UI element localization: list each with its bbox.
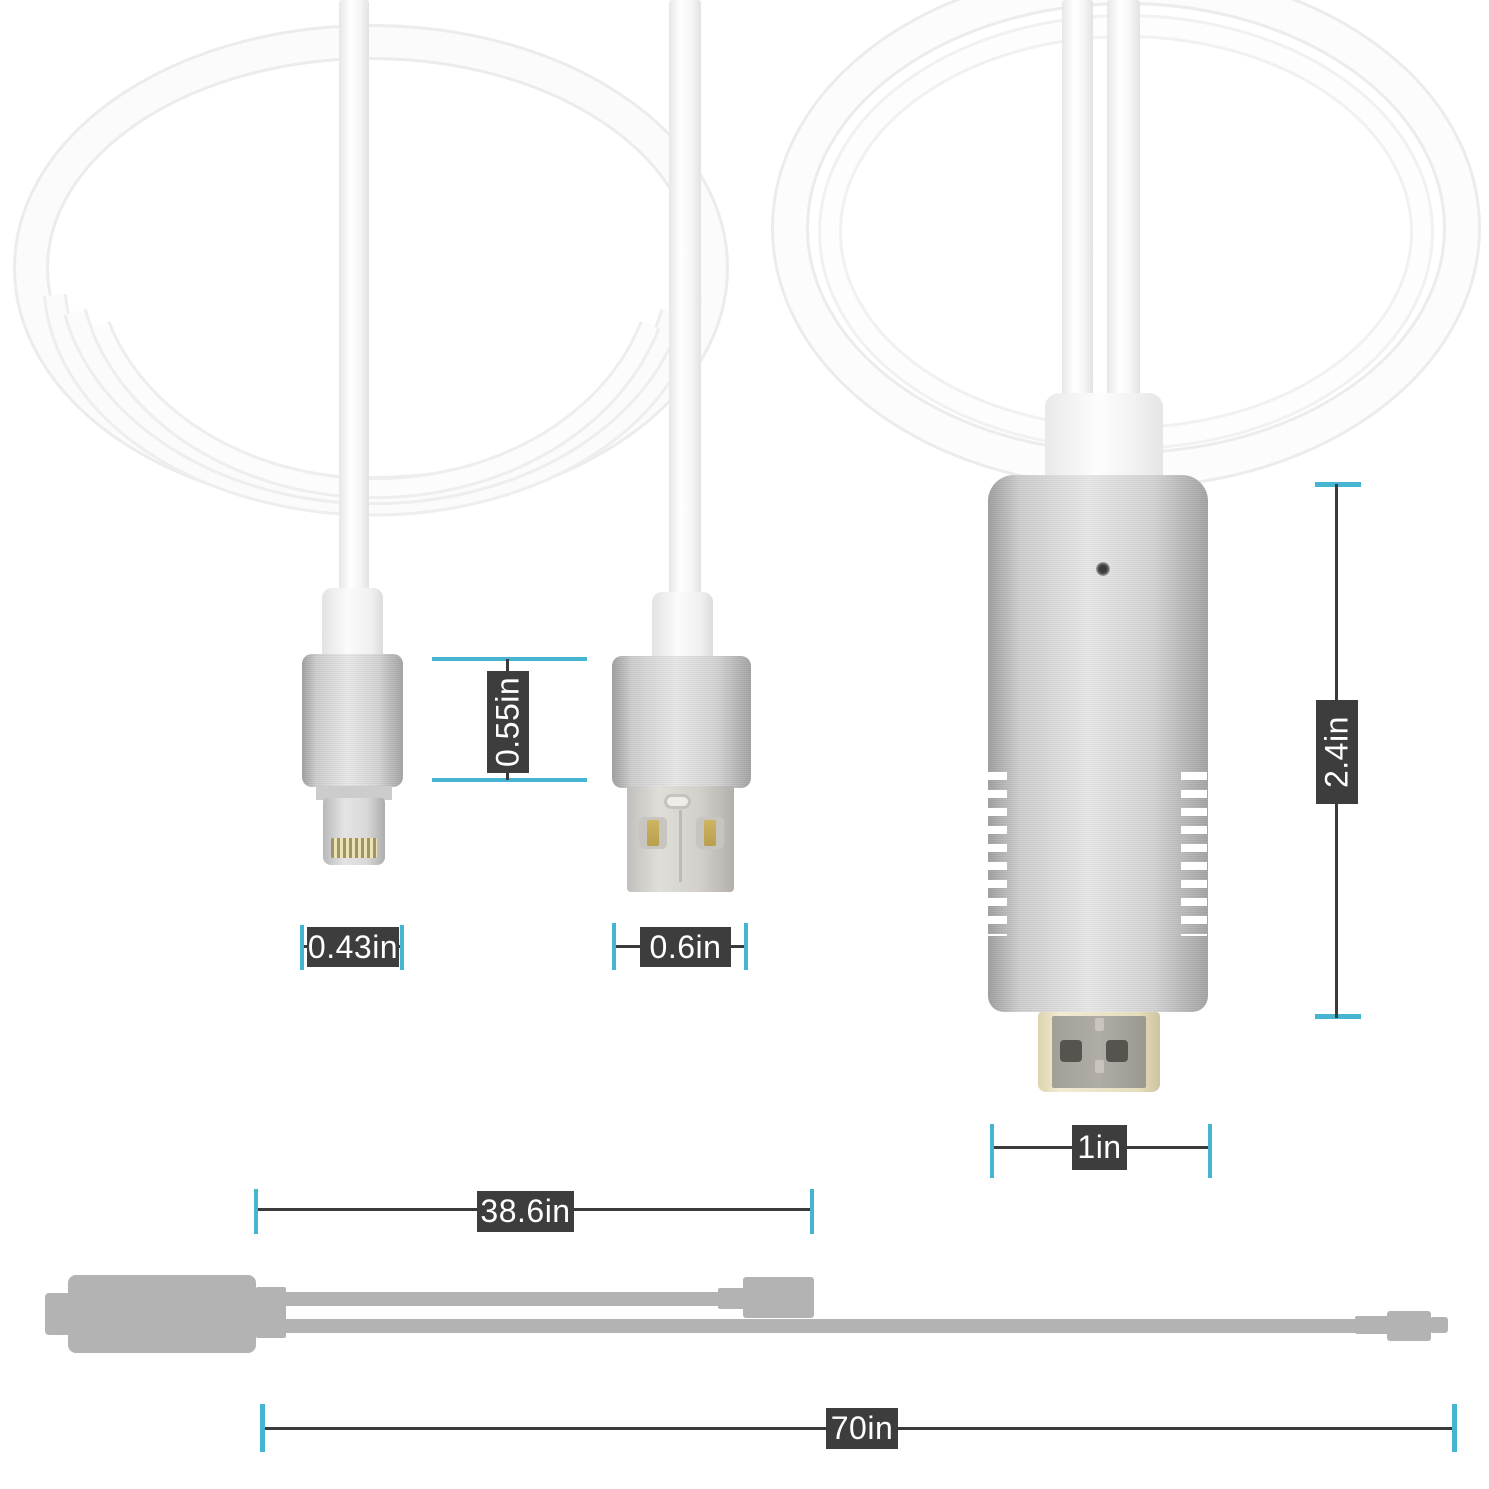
dim-055-line-top [432, 657, 587, 661]
usb-pin-window-right [696, 817, 724, 849]
silhouette-lightning-body [1387, 1311, 1431, 1341]
lightning-strain-relief [322, 588, 383, 658]
usb-center-seam [679, 810, 682, 882]
hdmi-plug-hole-left [1060, 1040, 1082, 1062]
dim-label-total-length: 70in [826, 1408, 898, 1449]
dim-label-lightning-width: 0.43in [307, 927, 399, 967]
silhouette-hdmi-collar [256, 1287, 286, 1338]
silhouette-hdmi-plug [45, 1293, 72, 1335]
lightning-metal-collar [302, 654, 403, 787]
dim-055-line-bottom [432, 778, 587, 782]
silhouette-lightning-collar [1355, 1316, 1389, 1334]
dim-043-tick-left [300, 925, 304, 970]
usb-oval-hole [664, 794, 691, 809]
dim-70-tick-left [260, 1404, 265, 1452]
dim-24-tick-bottom [1315, 1014, 1361, 1019]
silhouette-cable-upper [286, 1292, 720, 1306]
dim-1-tick-left [990, 1124, 994, 1178]
dim-label-usb-width: 0.6in [640, 927, 731, 967]
hdmi-plug-hole-right [1106, 1040, 1128, 1062]
silhouette-usb-collar [718, 1288, 746, 1309]
usb-metal-collar [612, 656, 751, 788]
dim-70-tick-right [1452, 1404, 1457, 1452]
silhouette-hdmi-body [68, 1275, 256, 1353]
lightning-pins [331, 838, 377, 858]
silhouette-lightning-tip [1430, 1317, 1448, 1333]
usb-cable [669, 0, 701, 600]
dim-label-hdmi-plug-width: 1in [1072, 1125, 1127, 1170]
dim-label-hdmi-height: 2.4in [1316, 700, 1358, 804]
led-indicator-hole [1096, 562, 1110, 576]
usb-pin-window-left [639, 817, 667, 849]
hdmi-plug-clip-top [1095, 1018, 1104, 1031]
hdmi-adapter-body [988, 475, 1208, 1012]
hdmi-plug-clip-bottom [1095, 1060, 1104, 1073]
silhouette-cable-lower [286, 1319, 1356, 1333]
usb-gold-pin [647, 820, 659, 846]
usb-strain-relief [652, 592, 713, 660]
dim-label-lightning-height: 0.55in [487, 671, 529, 773]
silhouette-usb-plug [743, 1277, 814, 1318]
dim-1-tick-right [1208, 1124, 1212, 1178]
vent-slots-right [1181, 772, 1207, 936]
hdmi-strain-boot [1045, 393, 1163, 483]
dim-label-segment-length: 38.6in [477, 1191, 574, 1232]
dim-06-tick-left [612, 923, 616, 970]
vent-slots-left [981, 772, 1007, 936]
hdmi-cable-strand-2 [1107, 0, 1140, 410]
dim-06-tick-right [744, 923, 748, 970]
dim-24-tick-top [1315, 482, 1361, 487]
lightning-cable [339, 0, 369, 600]
dim-386-tick-left [254, 1189, 258, 1234]
lightning-step [316, 786, 392, 800]
left-cable-coil [13, 24, 729, 517]
dim-043-tick-right [400, 925, 404, 970]
usb-gold-pin [704, 820, 716, 846]
dim-386-tick-right [810, 1189, 814, 1234]
hdmi-cable-strand-1 [1062, 0, 1093, 410]
